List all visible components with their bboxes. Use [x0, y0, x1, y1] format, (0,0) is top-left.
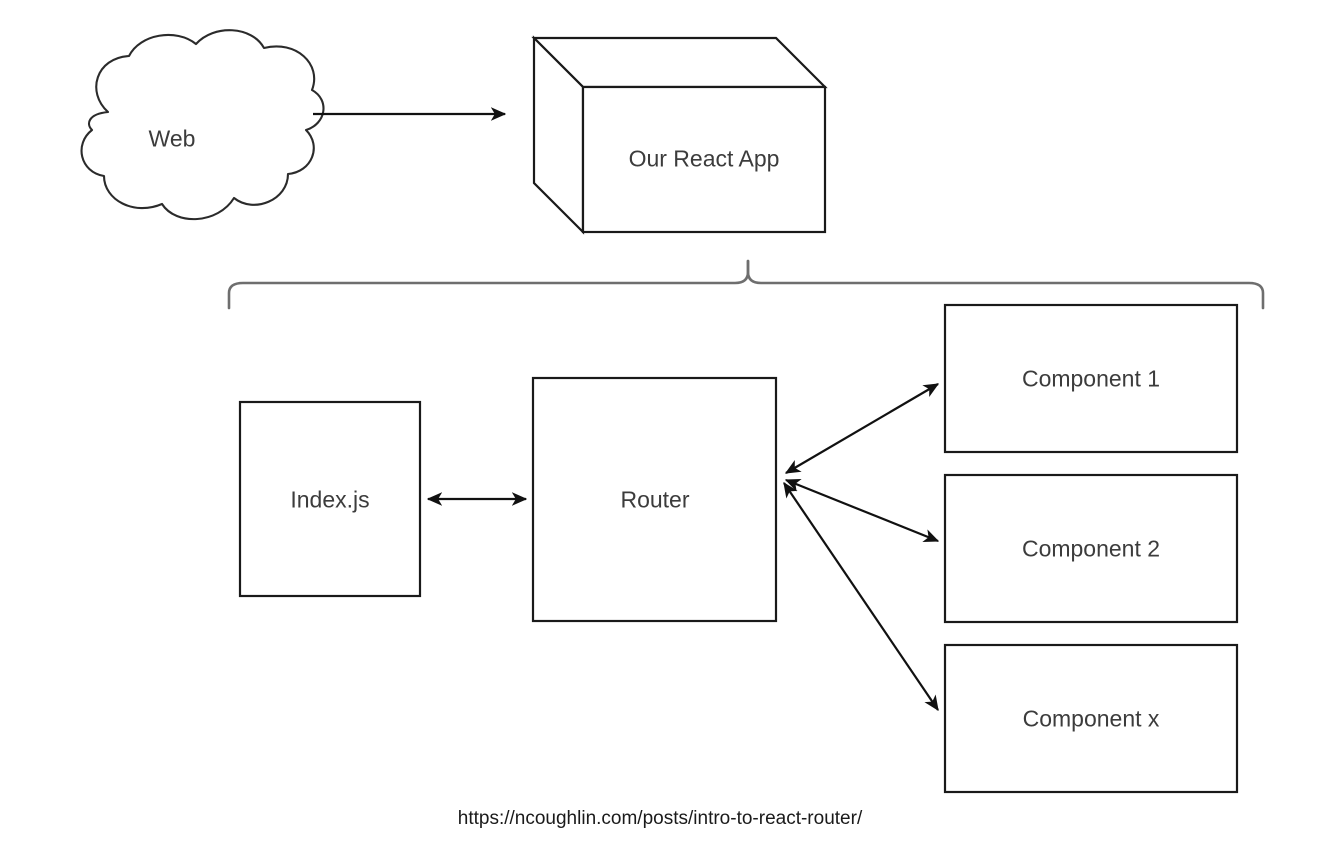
node-component-2[interactable] [943, 473, 1239, 624]
index-js-box [238, 400, 422, 598]
component-2-box [943, 473, 1239, 624]
cloud-shape [80, 29, 325, 221]
component-x-box [943, 643, 1239, 794]
node-index-js[interactable] [238, 400, 422, 598]
app-scope-brace [227, 259, 1265, 310]
node-router[interactable] [531, 376, 778, 623]
component-1-box [943, 303, 1239, 454]
node-web[interactable] [80, 29, 325, 221]
node-component-x[interactable] [943, 643, 1239, 794]
edge-router-component-2[interactable] [784, 478, 940, 543]
router-box [531, 376, 778, 623]
cube-top-face [531, 36, 828, 89]
source-url-caption: https://ncoughlin.com/posts/intro-to-rea… [457, 808, 863, 829]
edge-router-component-1[interactable] [784, 383, 940, 474]
cube-front-face [581, 85, 827, 234]
node-react-app[interactable] [531, 35, 828, 235]
edge-router-component-x[interactable] [783, 481, 939, 712]
node-component-1[interactable] [943, 303, 1239, 454]
